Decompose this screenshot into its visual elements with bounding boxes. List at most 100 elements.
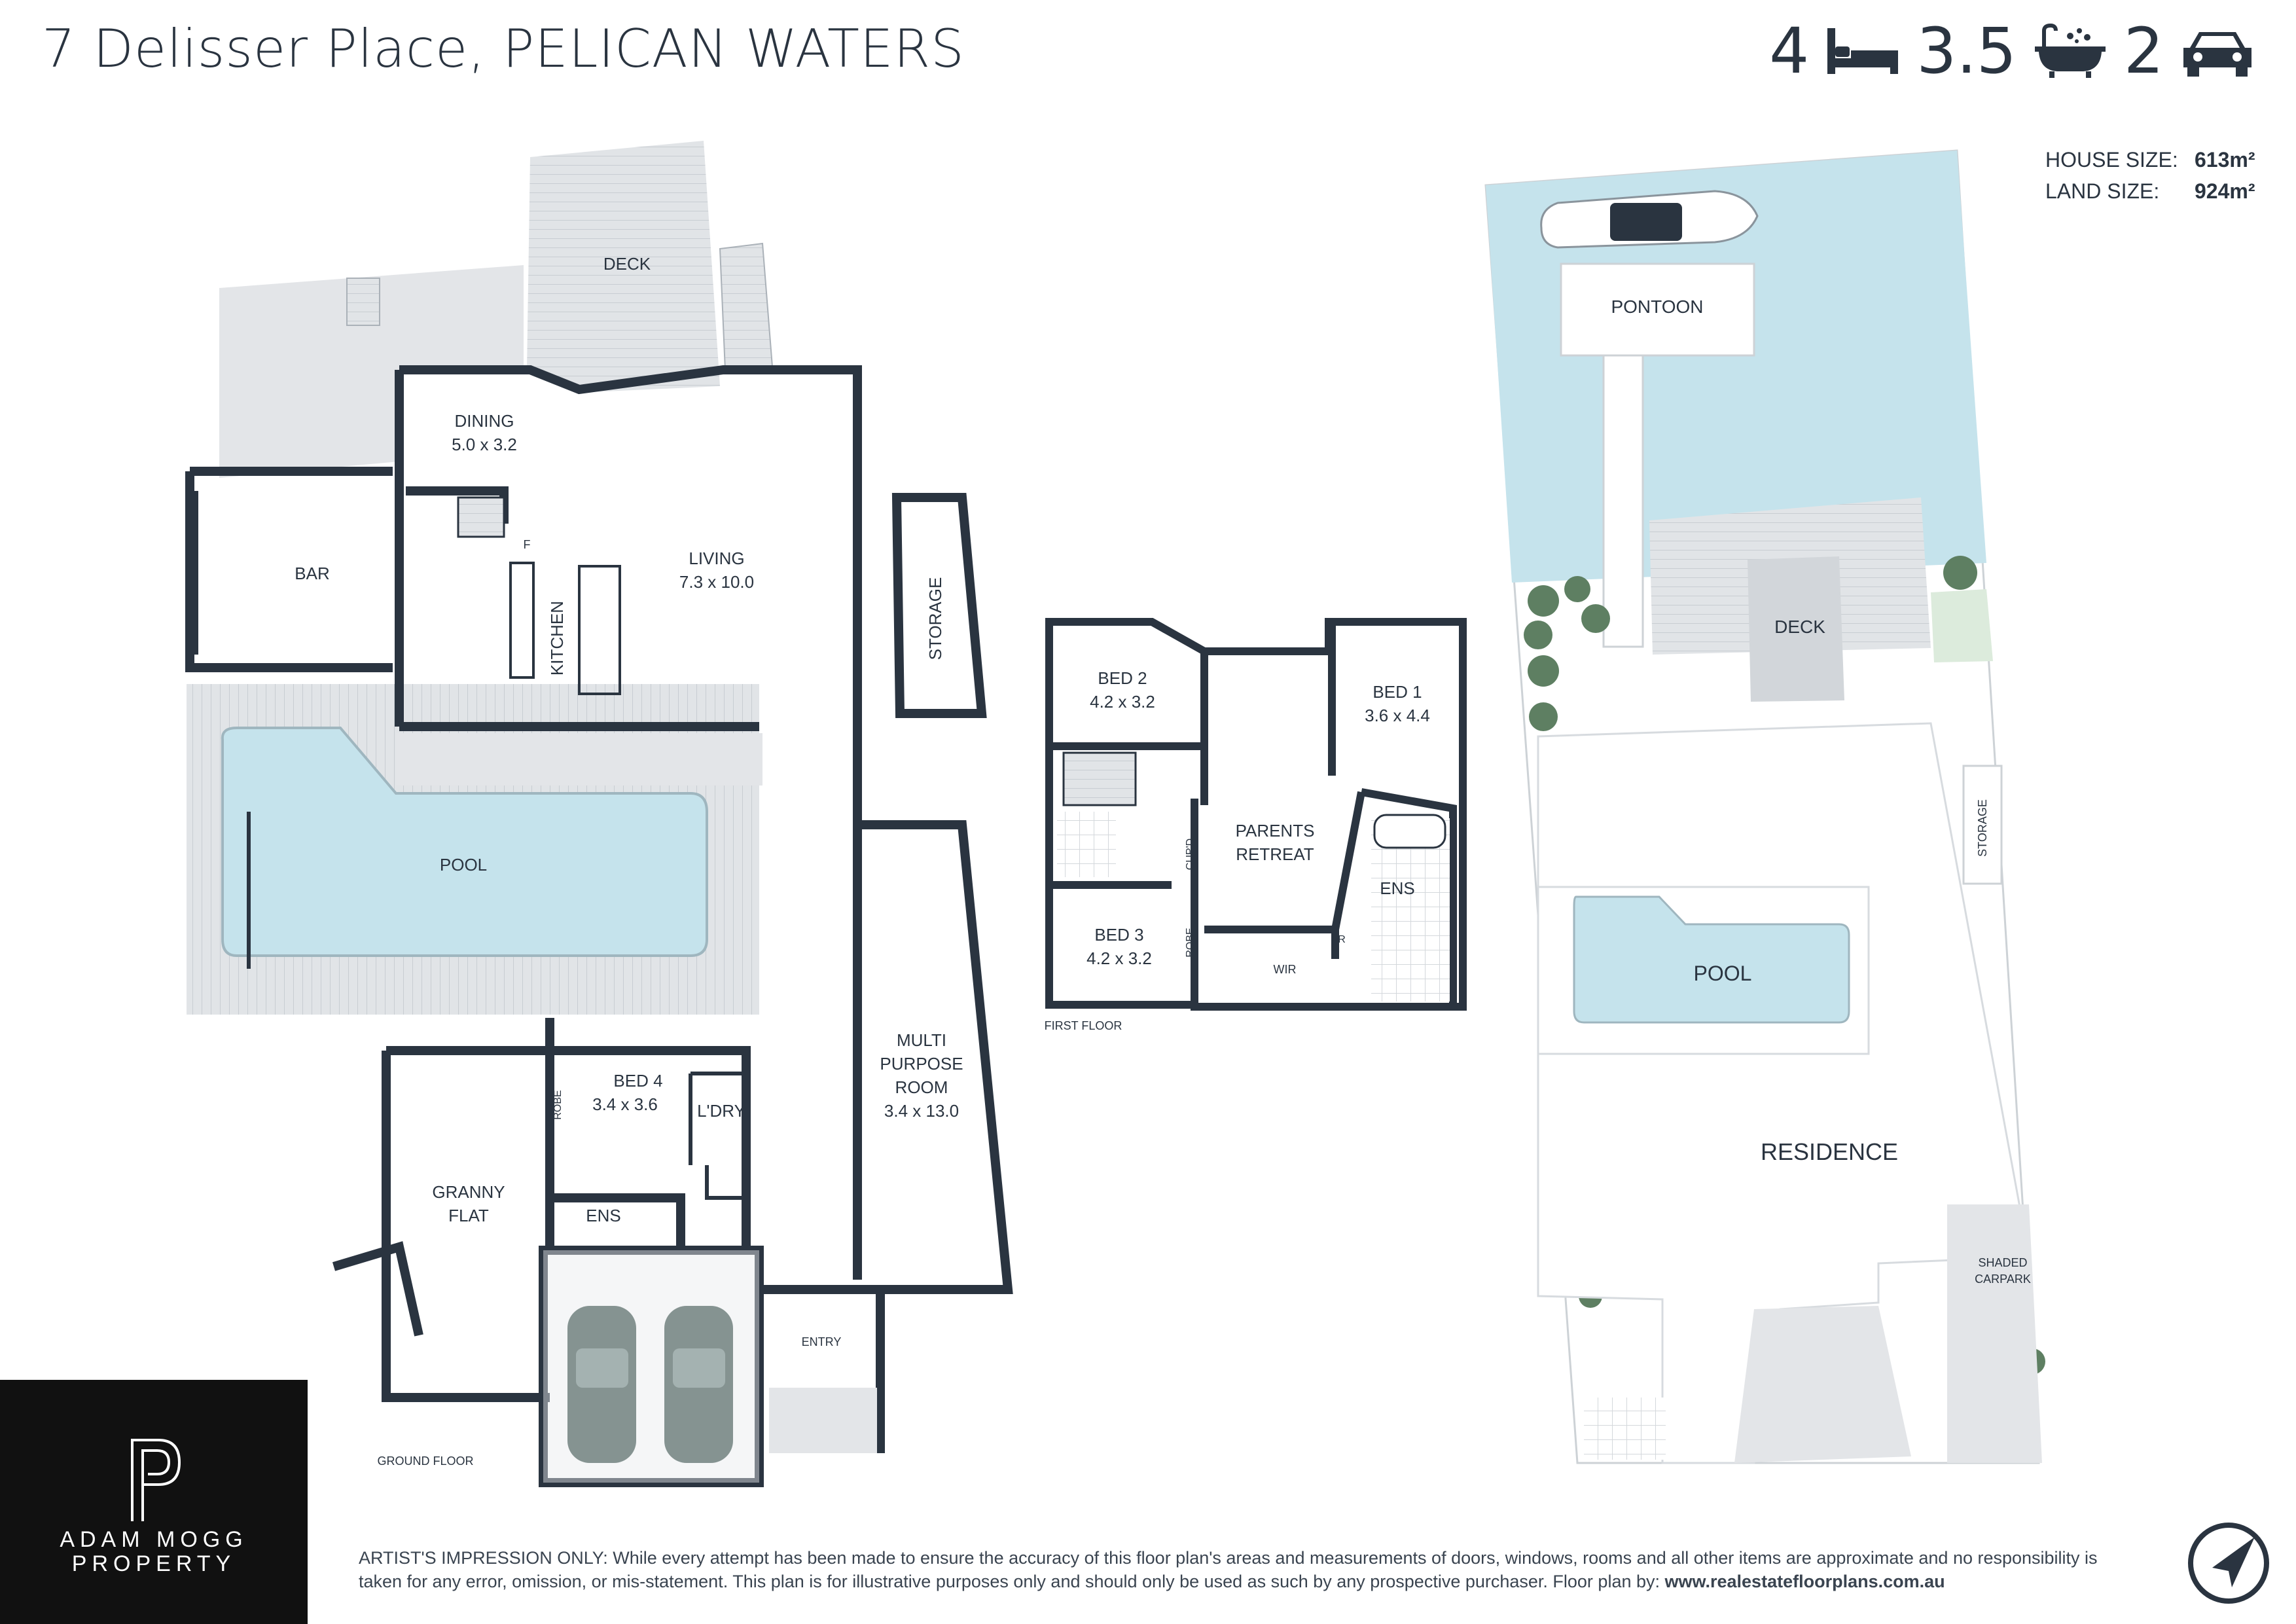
bed3-label: BED 3 xyxy=(1094,925,1143,945)
land-size-value: 924m² xyxy=(2195,179,2255,203)
bar-label: BAR xyxy=(295,564,329,583)
disclaimer: ARTIST'S IMPRESSION ONLY: While every at… xyxy=(359,1546,2139,1593)
multi-purpose-size: 3.4 x 13.0 xyxy=(884,1101,959,1121)
kitchen-label: KITCHEN xyxy=(547,601,567,676)
first-floor-bath xyxy=(1373,814,1446,849)
ground-robe-label: ROBE xyxy=(552,1090,564,1119)
property-address: 7 Delisser Place, PELICAN WATERS xyxy=(42,18,965,79)
granny-step-wall xyxy=(332,1241,423,1337)
granny-flat-label-2: FLAT xyxy=(448,1206,489,1225)
bedroom4-block xyxy=(386,1046,751,1250)
p-monogram-logo xyxy=(131,1439,181,1521)
bed1-label: BED 1 xyxy=(1372,682,1422,702)
bed4-size: 3.4 x 3.6 xyxy=(592,1094,658,1114)
laundry-label: L'DRY xyxy=(697,1101,745,1121)
brand-name-line-2: PROPERTY xyxy=(71,1551,236,1576)
site-pool-label: POOL xyxy=(1694,962,1752,985)
garden-path-tiles xyxy=(1584,1398,1666,1460)
living-label: LIVING xyxy=(689,549,744,568)
first-floor-label: FIRST FLOOR xyxy=(1045,1019,1122,1032)
kitchen-island xyxy=(578,565,621,695)
first-robe-label: ROBE xyxy=(1185,928,1196,957)
property-stats: 4 3.5 2 xyxy=(1769,20,2257,82)
bed2-size: 4.2 x 3.2 xyxy=(1090,692,1155,712)
residence-label: RESIDENCE xyxy=(1761,1138,1898,1165)
disclaimer-text: ARTIST'S IMPRESSION ONLY: While every at… xyxy=(359,1548,2098,1591)
bed3-size: 4.2 x 3.2 xyxy=(1086,948,1152,968)
pool-terrace xyxy=(396,733,762,785)
wir-wall xyxy=(1204,926,1339,959)
kitchen-bench xyxy=(509,562,535,679)
house-main-wall xyxy=(399,365,862,1280)
boat-cockpit xyxy=(1610,203,1682,241)
bathtub-icon xyxy=(2034,23,2106,78)
garage-wall xyxy=(539,1246,764,1487)
bed4-label: BED 4 xyxy=(613,1071,662,1091)
living-size: 7.3 x 10.0 xyxy=(679,572,754,592)
pool-label: POOL xyxy=(440,855,487,875)
compass-icon xyxy=(2188,1523,2269,1604)
first-floor-stairs xyxy=(1062,751,1137,806)
bed-icon xyxy=(1827,28,1899,74)
bar-wall xyxy=(185,467,393,672)
house-size-value: 613m² xyxy=(2195,148,2255,171)
driveway xyxy=(1734,1306,1911,1463)
house-size-label: HOUSE SIZE: xyxy=(2045,148,2178,171)
bedroom-count: 4 xyxy=(1769,14,1810,88)
ground-floor-label: GROUND FLOOR xyxy=(377,1454,473,1468)
shaded-carpark-label-2: CARPARK xyxy=(1975,1272,2031,1286)
multi-purpose-label-1: MULTI xyxy=(897,1030,946,1050)
fridge-label: F xyxy=(524,538,531,551)
parents-retreat-label-2: RETREAT xyxy=(1236,844,1314,864)
ens-wall xyxy=(550,1193,685,1250)
site-plan: PONTOON DECK POOL RESIDENCE SHADED CARPA… xyxy=(1484,149,2045,1464)
bed2-ensuite-tiles xyxy=(1057,812,1116,877)
bed2-label: BED 2 xyxy=(1098,668,1147,688)
parents-retreat-label-1: PARENTS xyxy=(1236,821,1315,840)
deck-label: DECK xyxy=(603,254,651,274)
multi-purpose-label-2: PURPOSE xyxy=(880,1054,963,1074)
floorplan-credit-link[interactable]: www.realestatefloorplans.com.au xyxy=(1664,1572,1945,1591)
multi-purpose-label-3: ROOM xyxy=(895,1077,948,1097)
pontoon-label: PONTOON xyxy=(1611,297,1703,317)
car-icon xyxy=(2183,32,2251,77)
granny-flat-label-1: GRANNY xyxy=(432,1182,505,1202)
site-storage-label: STORAGE xyxy=(1976,799,1989,857)
brand-panel: ADAM MOGG PROPERTY xyxy=(0,1380,308,1624)
entry-porch xyxy=(769,1388,877,1453)
granny-flat-wall xyxy=(382,1051,550,1402)
storage-label: STORAGE xyxy=(925,577,945,660)
entry-label: ENTRY xyxy=(802,1335,842,1348)
ground-ens-label: ENS xyxy=(586,1206,620,1225)
land-size-label: LAND SIZE: xyxy=(2045,179,2160,203)
shaded-carpark-label-1: SHADED xyxy=(1978,1256,2027,1269)
car-count: 2 xyxy=(2123,14,2164,88)
bed1-size: 3.6 x 4.4 xyxy=(1365,706,1430,725)
garage-floor xyxy=(543,1250,759,1483)
site-deck-label: DECK xyxy=(1774,617,1825,637)
bed3-wall xyxy=(1049,799,1198,1007)
site-deck-upper xyxy=(1748,556,1844,702)
deck-stairs-right xyxy=(719,242,774,371)
storage-wall xyxy=(891,493,987,718)
dining-label: DINING xyxy=(455,411,514,431)
site-storage xyxy=(1962,765,2003,885)
kitchen-stairs xyxy=(457,496,505,538)
pontoon xyxy=(1560,262,1755,357)
ground-pool xyxy=(221,727,708,957)
dining-size: 5.0 x 3.2 xyxy=(452,435,517,454)
garage-cars xyxy=(567,1306,733,1463)
first-ens-label: ENS xyxy=(1380,878,1414,898)
ground-floor-plan: DECK DINING 5.0 x 3.2 BAR F LIVING 7.3 x… xyxy=(185,141,1013,1487)
first-floor-ensuite-tiles xyxy=(1371,818,1450,1001)
ens-r-label: R xyxy=(1338,934,1346,945)
multi-purpose-wall xyxy=(857,820,1013,1294)
bathroom-count: 3.5 xyxy=(1916,14,2017,88)
shaded-carpark xyxy=(1947,1204,2042,1463)
first-floor-plan: BED 2 4.2 x 3.2 BED 1 3.6 x 4.4 PARENTS … xyxy=(1045,618,1467,1032)
lawn xyxy=(1931,589,1993,662)
first-floor-outer-wall xyxy=(1045,618,1467,1011)
upper-terrace xyxy=(219,265,524,478)
ensuite-wall xyxy=(1331,788,1457,1007)
